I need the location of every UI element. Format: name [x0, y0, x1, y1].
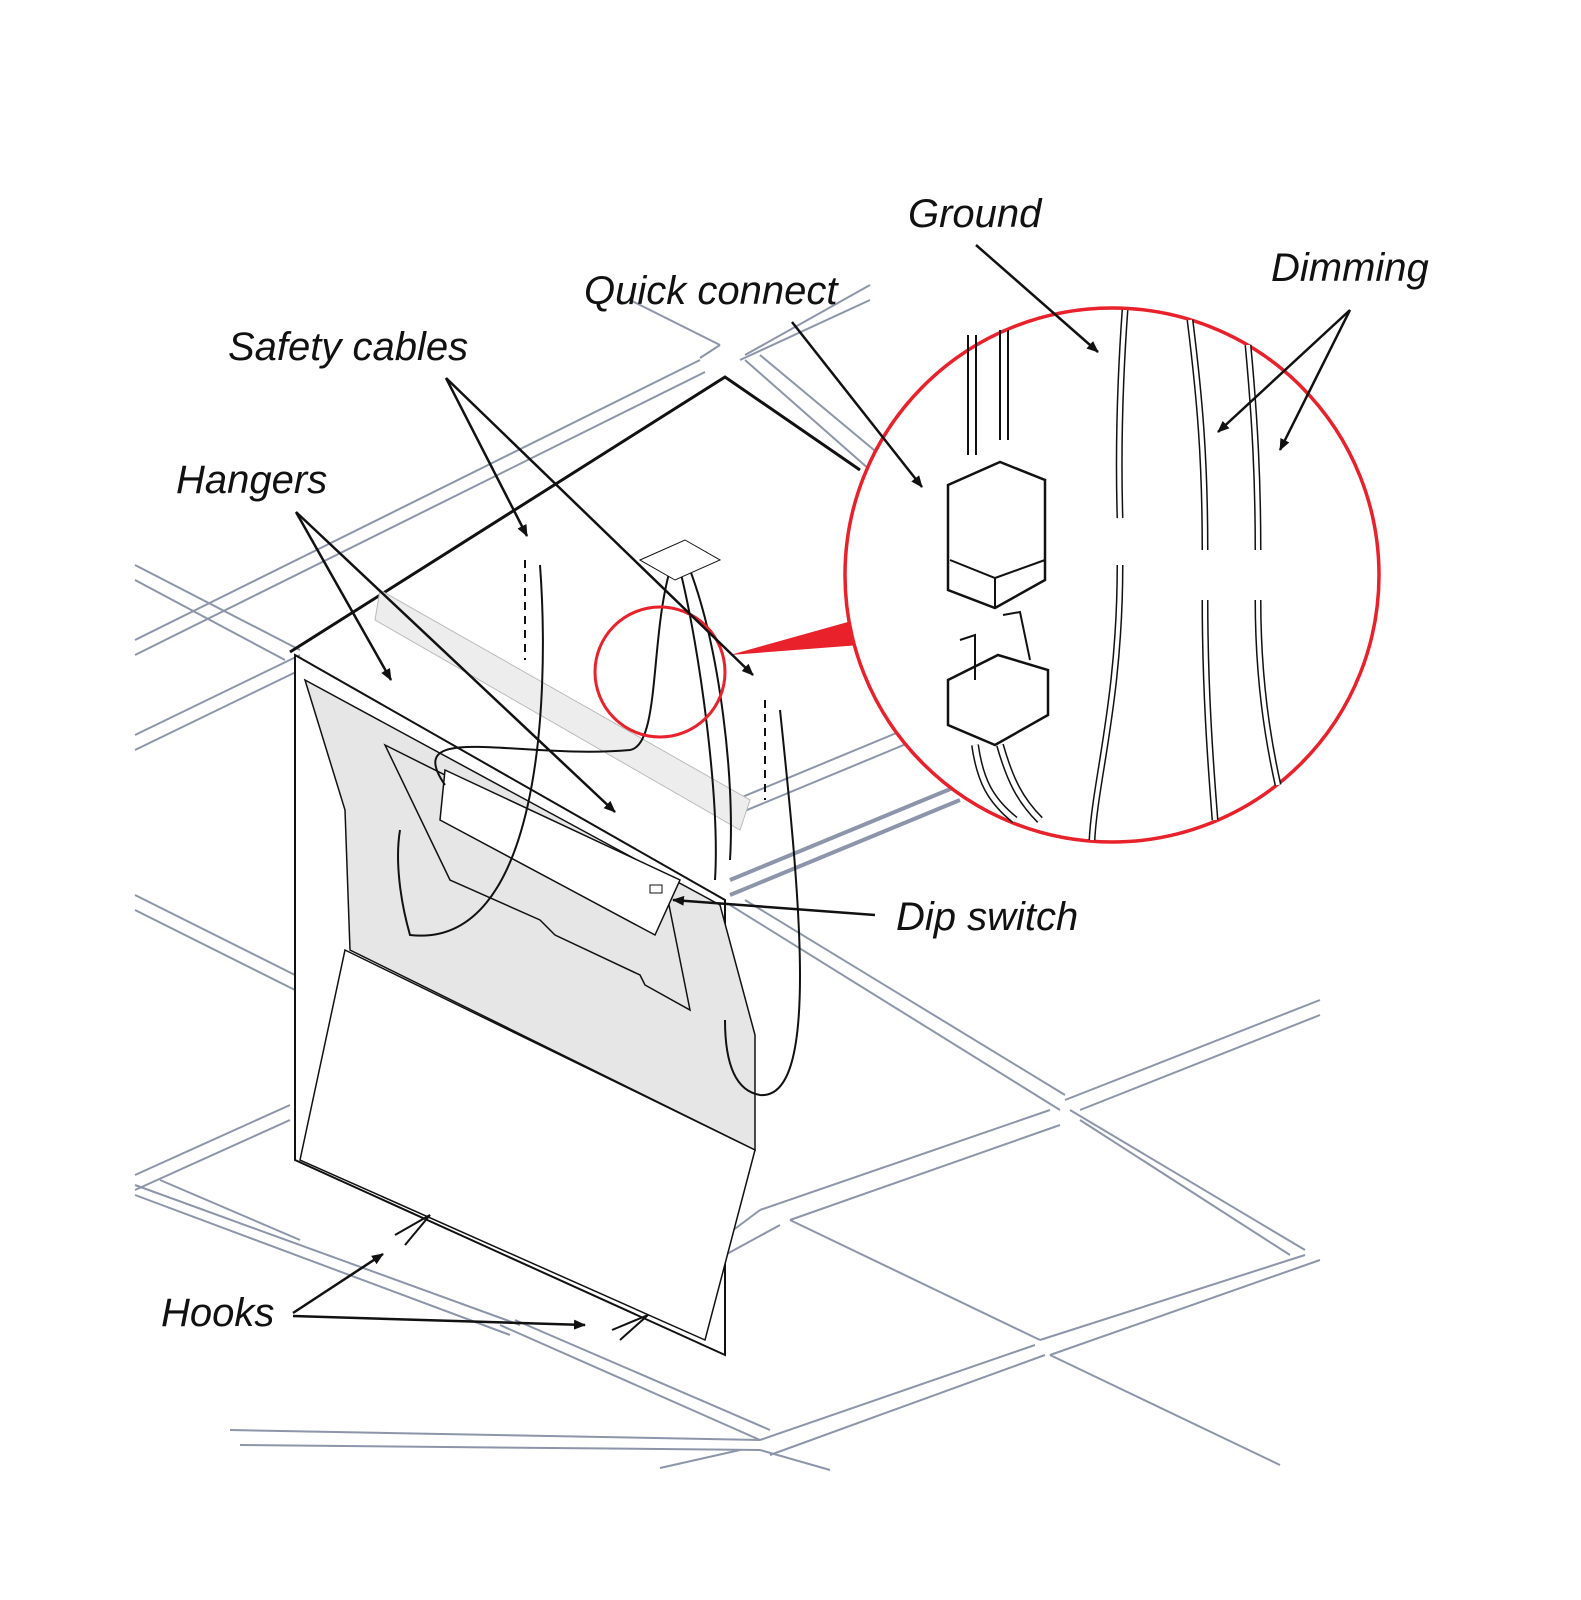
ceiling-grid	[134, 284, 1321, 1471]
large-callout-circle	[843, 306, 1381, 844]
luminaire-housing	[294, 589, 756, 1357]
label-hooks: Hooks	[161, 1291, 274, 1335]
quick-connect-socket	[946, 460, 1047, 610]
label-quick-connect: Quick connect	[584, 269, 839, 313]
driver-box	[439, 768, 681, 937]
small-callout-circle	[593, 605, 727, 739]
wire-dimming-top-2	[1244, 344, 1262, 551]
wire-ground-bottom	[1088, 564, 1124, 841]
hook-2	[611, 1314, 649, 1341]
label-dip-switch: Dip switch	[896, 895, 1078, 939]
label-hangers: Hangers	[176, 458, 327, 502]
quick-connect-plug	[946, 653, 1050, 747]
wire-dimming-top-1	[1186, 319, 1209, 551]
hook-1	[394, 1214, 431, 1246]
wire-dimming-bottom-2	[1254, 599, 1282, 786]
connector-detail	[946, 309, 1282, 841]
label-safety-cables: Safety cables	[228, 325, 468, 369]
wire-dimming-bottom-1	[1201, 599, 1219, 821]
ceiling-opening-outline	[289, 375, 861, 654]
leader-arrows	[292, 244, 1352, 1330]
wire-ground-top	[1115, 309, 1129, 519]
label-dimming: Dimming	[1271, 246, 1429, 290]
label-ground: Ground	[908, 192, 1043, 236]
cables	[397, 539, 801, 1097]
dip-switch	[649, 884, 663, 894]
